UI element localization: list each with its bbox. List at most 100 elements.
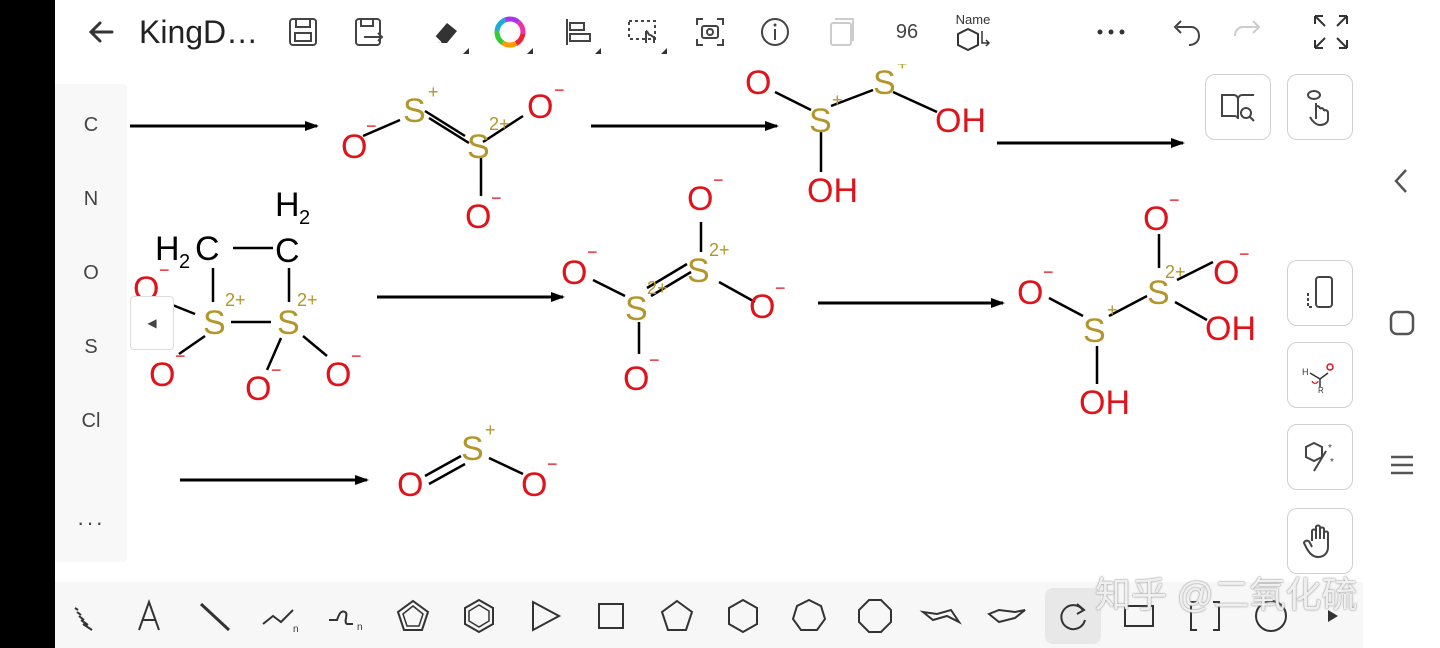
atom-oxygen[interactable]: O [1017, 274, 1043, 312]
align-button[interactable] [555, 8, 601, 56]
cyclopentadiene-tool[interactable] [385, 588, 441, 644]
hashed-bond-tool[interactable] [57, 588, 113, 644]
octagon-ring-tool[interactable] [847, 588, 903, 644]
redo-button[interactable] [1227, 8, 1271, 56]
rectangle-shape-tool[interactable] [1111, 588, 1167, 644]
ring-magic-button[interactable]: ** [1287, 424, 1353, 490]
pentagon-ring-tool[interactable] [649, 588, 705, 644]
benzene-arrow-icon [957, 27, 990, 51]
eraser-button[interactable] [423, 8, 469, 56]
atom-sulfur[interactable]: S [687, 252, 710, 290]
atom-sulfur[interactable]: S [467, 128, 490, 166]
system-back-button[interactable] [1387, 166, 1417, 196]
atom-sulfur[interactable]: S [809, 102, 832, 140]
atom-sulfur[interactable]: S [203, 304, 226, 342]
name-to-structure-button[interactable]: Name [947, 8, 999, 56]
more-tools-button[interactable] [1317, 588, 1347, 644]
wavy-chain-tool[interactable]: n [319, 588, 375, 644]
save-as-button[interactable] [347, 8, 391, 56]
square-ring-tool[interactable] [583, 588, 639, 644]
atom-sulfur[interactable]: S [403, 92, 426, 130]
undo-button[interactable] [1163, 8, 1207, 56]
atom-sulfur[interactable]: S [625, 290, 648, 328]
bracket-tool[interactable] [1177, 588, 1233, 644]
atom-hydroxyl[interactable]: OH [1079, 384, 1130, 422]
copy-button[interactable] [819, 8, 863, 56]
atom-oxygen[interactable]: O [521, 466, 547, 504]
atom-oxygen[interactable]: O [465, 198, 491, 236]
atom-hydrogen[interactable]: H [155, 230, 180, 268]
atom-oxygen[interactable]: O [687, 180, 713, 218]
hexagon-ring-tool[interactable] [715, 588, 771, 644]
atom-hydroxyl[interactable]: OH [807, 172, 858, 210]
touch-mode-button[interactable] [1287, 74, 1353, 140]
rotate-tool[interactable] [1045, 588, 1101, 644]
triangle-ring-tool[interactable] [517, 588, 573, 644]
atom-oxygen[interactable]: O [1143, 200, 1169, 238]
atom-hydroxyl[interactable]: OH [1205, 310, 1256, 348]
save-button[interactable] [281, 8, 325, 56]
atom-oxygen[interactable]: O [245, 370, 271, 408]
info-button[interactable] [753, 8, 797, 56]
atom-oxygen[interactable]: O [749, 288, 775, 326]
search-structure-button[interactable] [1205, 74, 1271, 140]
mobile-view-button[interactable] [1287, 260, 1353, 326]
element-nitrogen-button[interactable]: N [83, 188, 99, 210]
molecule-6[interactable]: O S + O − [397, 420, 558, 504]
atom-sulfur[interactable]: S [461, 430, 484, 468]
atom-oxygen[interactable]: O [341, 128, 367, 166]
atom-oxygen[interactable]: O [745, 64, 771, 102]
element-chlorine-button[interactable]: Cl [81, 410, 101, 432]
atom-oxygen[interactable]: O [623, 360, 649, 398]
molecule-4[interactable]: O − S 2+ S 2+ O − O − O − [561, 170, 786, 398]
molecule-2[interactable]: O − S + S + OH OH [745, 64, 986, 210]
cyclohexane-boat-tool[interactable] [979, 588, 1035, 644]
element-oxygen-button[interactable]: O [83, 262, 99, 284]
align-left-icon [566, 19, 591, 45]
atom-carbon[interactable]: C [275, 232, 300, 270]
select-button[interactable] [621, 8, 667, 56]
heptagon-ring-tool[interactable] [781, 588, 837, 644]
hexagon-star-icon: ** [1305, 441, 1334, 472]
atom-sulfur[interactable]: S [277, 304, 300, 342]
collapse-panel-button[interactable]: ◀ [130, 296, 174, 350]
pan-hand-button[interactable] [1287, 508, 1353, 574]
atom-oxygen[interactable]: O [325, 356, 351, 394]
molecule-5[interactable]: O − S + S 2+ O − O − OH OH [1017, 190, 1256, 422]
atom-oxygen[interactable]: O [397, 466, 423, 504]
color-button[interactable] [487, 8, 533, 56]
element-panel: C N O S Cl ··· [55, 84, 127, 562]
cyclohexane-chair-tool[interactable] [913, 588, 969, 644]
atom-sulfur[interactable]: S [873, 64, 896, 102]
atom-sulfur[interactable]: S [1083, 312, 1106, 350]
atom-hydroxyl[interactable]: OH [935, 102, 986, 140]
single-bond-tool[interactable] [187, 588, 243, 644]
text-tool[interactable] [121, 588, 177, 644]
atom-hydrogen[interactable]: H [275, 186, 300, 224]
atom-carbon[interactable]: C [195, 230, 220, 268]
screenshot-button[interactable] [687, 8, 733, 56]
molecule-3[interactable]: H 2 C H 2 C O − S 2+ S 2+ O − O − O − [133, 186, 362, 408]
circle-shape-tool[interactable] [1243, 588, 1299, 644]
benzene-tool[interactable] [451, 588, 507, 644]
zoom-level[interactable]: 96 [895, 20, 919, 43]
element-carbon-button[interactable]: C [83, 114, 99, 136]
chain-tool[interactable]: n [253, 588, 309, 644]
more-elements-button[interactable]: ··· [77, 510, 105, 535]
atom-oxygen[interactable]: O [149, 356, 175, 394]
back-button[interactable] [79, 8, 123, 56]
more-menu-button[interactable] [1089, 8, 1133, 56]
atom-oxygen[interactable]: O [1213, 254, 1239, 292]
element-sulfur-button[interactable]: S [84, 336, 98, 358]
atom-oxygen[interactable]: O [561, 254, 587, 292]
drawing-canvas[interactable]: O − S + S 2+ O − O − O − S + S + OH OH H [55, 64, 1363, 580]
system-home-button[interactable] [1387, 308, 1417, 338]
document-title[interactable]: KingD… [139, 14, 259, 50]
svg-text:*: * [1328, 443, 1332, 454]
fullscreen-button[interactable] [1307, 8, 1355, 56]
atom-sulfur[interactable]: S [1147, 274, 1170, 312]
atom-oxygen[interactable]: O [527, 88, 553, 126]
system-recents-button[interactable] [1387, 450, 1417, 480]
molecule-1[interactable]: O − S + S 2+ O − O − [341, 80, 565, 236]
